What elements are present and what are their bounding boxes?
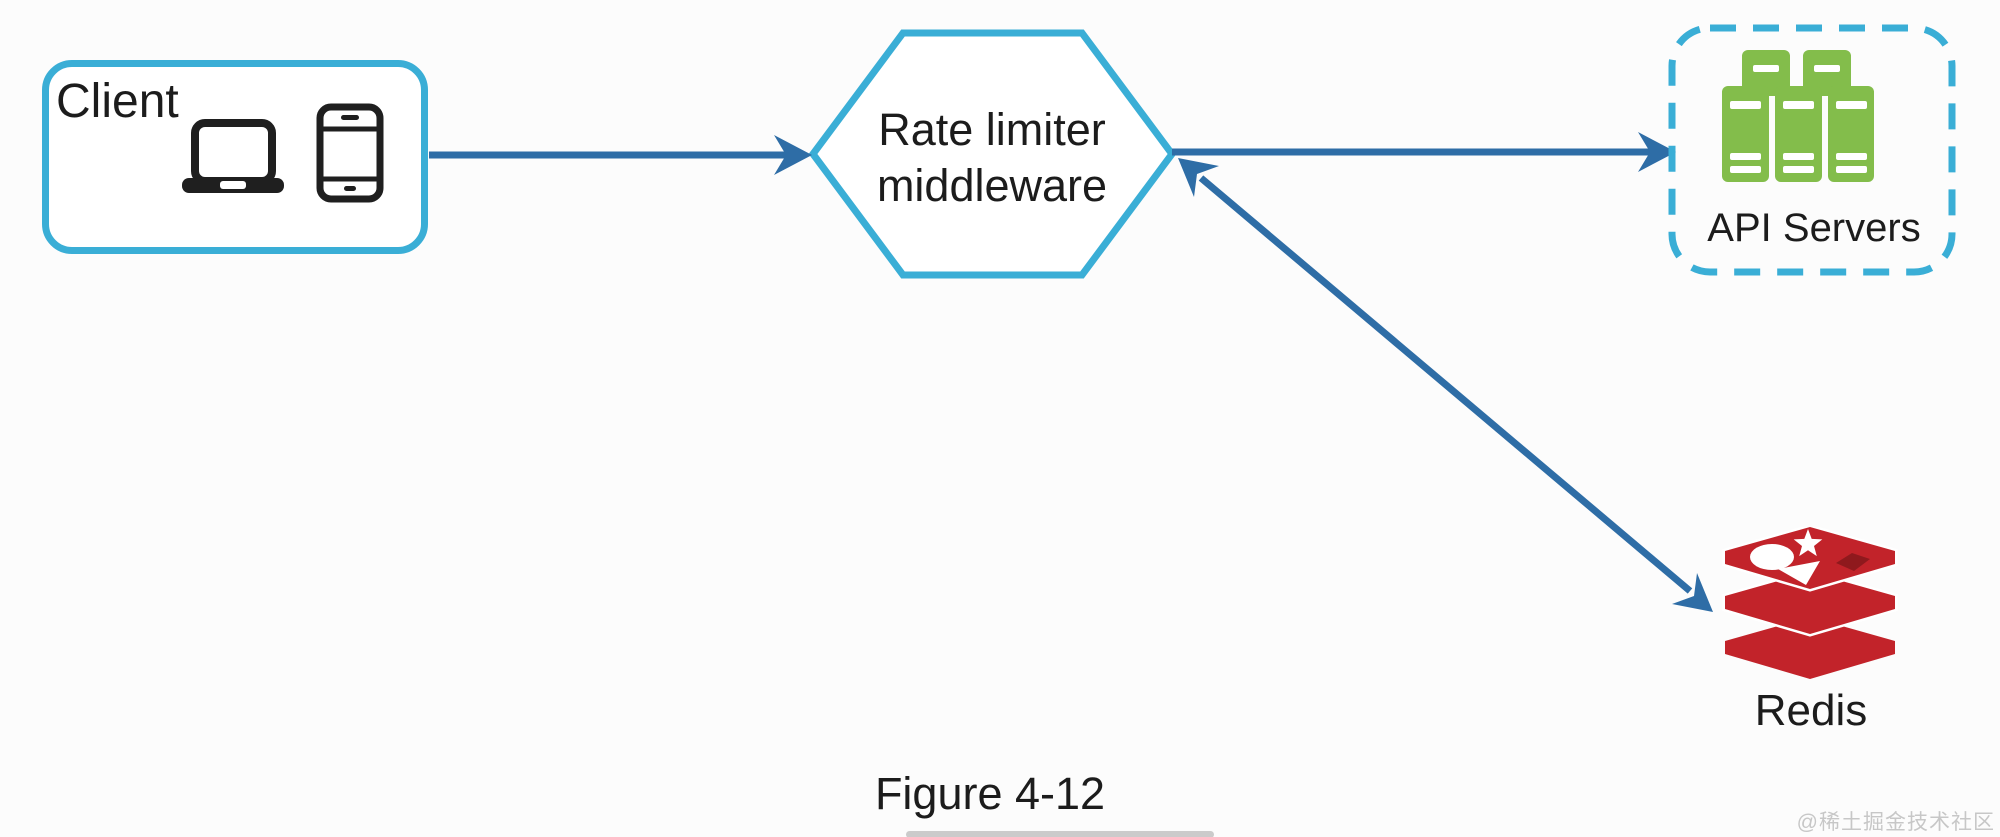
api-servers-label: API Servers — [1707, 206, 1921, 250]
client-node-box — [42, 60, 428, 254]
rate-limiter-label: Rate limiter middleware — [842, 102, 1142, 214]
redis-database-icon — [1722, 527, 1898, 679]
arrow-ratelimiter-redis-bidirectional — [1178, 158, 1713, 612]
api-servers-dashed-box — [1668, 24, 1956, 276]
redis-label: Redis — [1754, 686, 1868, 735]
client-label: Client — [56, 75, 179, 128]
watermark-text: @稀土掘金技术社区 — [1796, 811, 1995, 834]
arrow-client-to-ratelimiter — [429, 135, 812, 175]
server-rack-icon — [1722, 50, 1874, 182]
rate-limiter-label-line2: middleware — [876, 160, 1108, 211]
caption-underline-bar — [906, 831, 1214, 837]
smartphone-icon — [316, 103, 384, 203]
figure-caption: Figure 4-12 — [874, 768, 1106, 819]
rate-limiter-label-line1: Rate limiter — [878, 104, 1106, 155]
arrow-ratelimiter-to-api — [1172, 132, 1676, 172]
laptop-icon — [182, 119, 284, 193]
